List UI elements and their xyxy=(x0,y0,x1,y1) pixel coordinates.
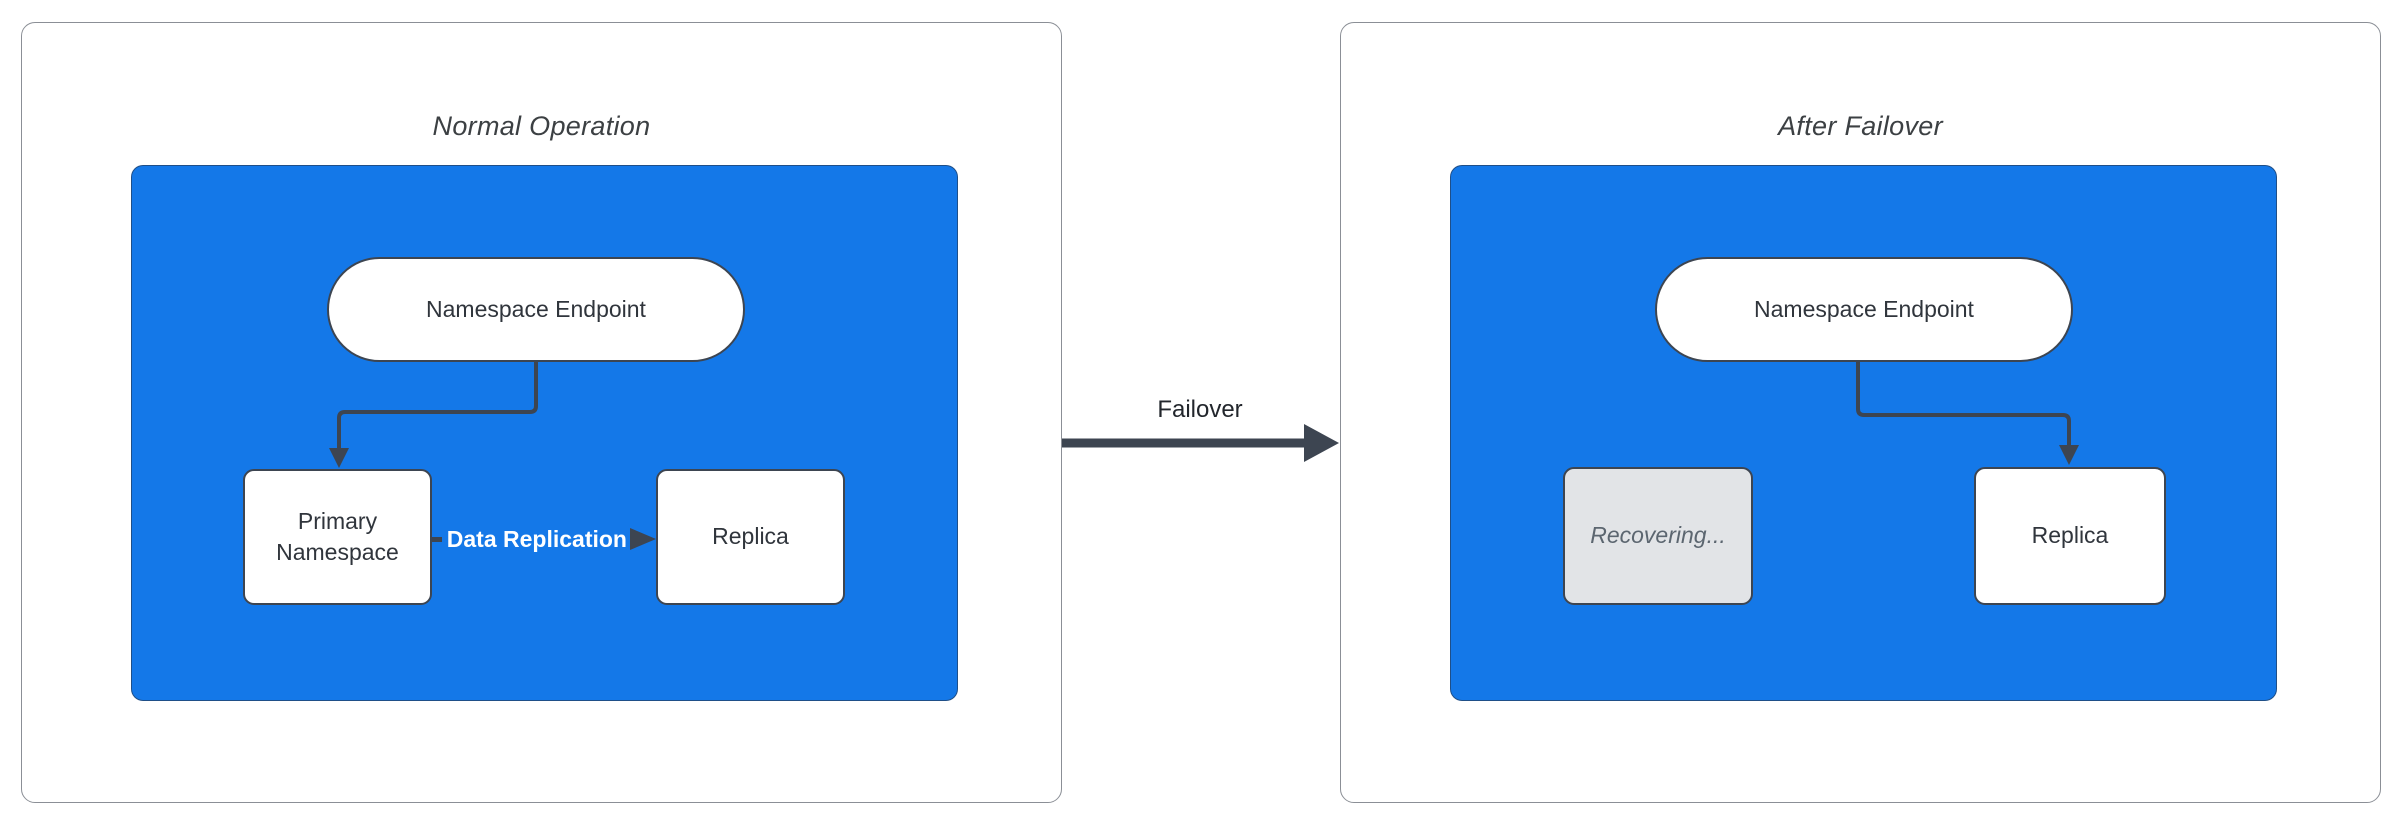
node-label: Replica xyxy=(712,523,789,550)
node-label: Recovering... xyxy=(1590,522,1726,549)
panel-title-after-failover: After Failover xyxy=(1778,111,1943,141)
node-namespace-endpoint-left: Namespace Endpoint xyxy=(327,257,745,362)
node-replica-left: Replica xyxy=(656,469,845,605)
after-failover-group: Namespace Endpoint Recovering... Replica xyxy=(1450,165,2277,701)
panel-title-normal-operation: Normal Operation xyxy=(432,111,651,141)
data-replication-label: Data Replication xyxy=(446,525,627,552)
failover-arrow xyxy=(1062,424,1339,462)
arrow-line xyxy=(432,536,442,542)
node-label: Replica xyxy=(2031,522,2109,549)
node-primary-namespace: Primary Namespace xyxy=(243,469,432,605)
connector-endpoint-to-primary xyxy=(329,362,538,468)
node-label: Namespace Endpoint xyxy=(426,296,646,322)
node-label: Namespace Endpoint xyxy=(1754,296,1974,322)
connector-endpoint-to-replica xyxy=(1856,362,2079,465)
normal-operation-group: Namespace Endpoint Primary Namespace Rep… xyxy=(131,165,958,701)
arrowhead-right-icon xyxy=(630,528,656,550)
failover-label: Failover xyxy=(1157,396,1243,423)
panel-normal-operation: Normal Operation Namespace Endpoint Prim… xyxy=(21,22,1062,803)
panel-after-failover: After Failover Namespace Endpoint Recove… xyxy=(1340,22,2381,803)
node-label: Primary Namespace xyxy=(276,507,399,565)
node-namespace-endpoint-right: Namespace Endpoint xyxy=(1655,257,2073,362)
data-replication-arrow: Data Replication xyxy=(432,518,656,560)
node-replica-right: Replica xyxy=(1974,467,2166,605)
node-recovering: Recovering... xyxy=(1563,467,1753,605)
